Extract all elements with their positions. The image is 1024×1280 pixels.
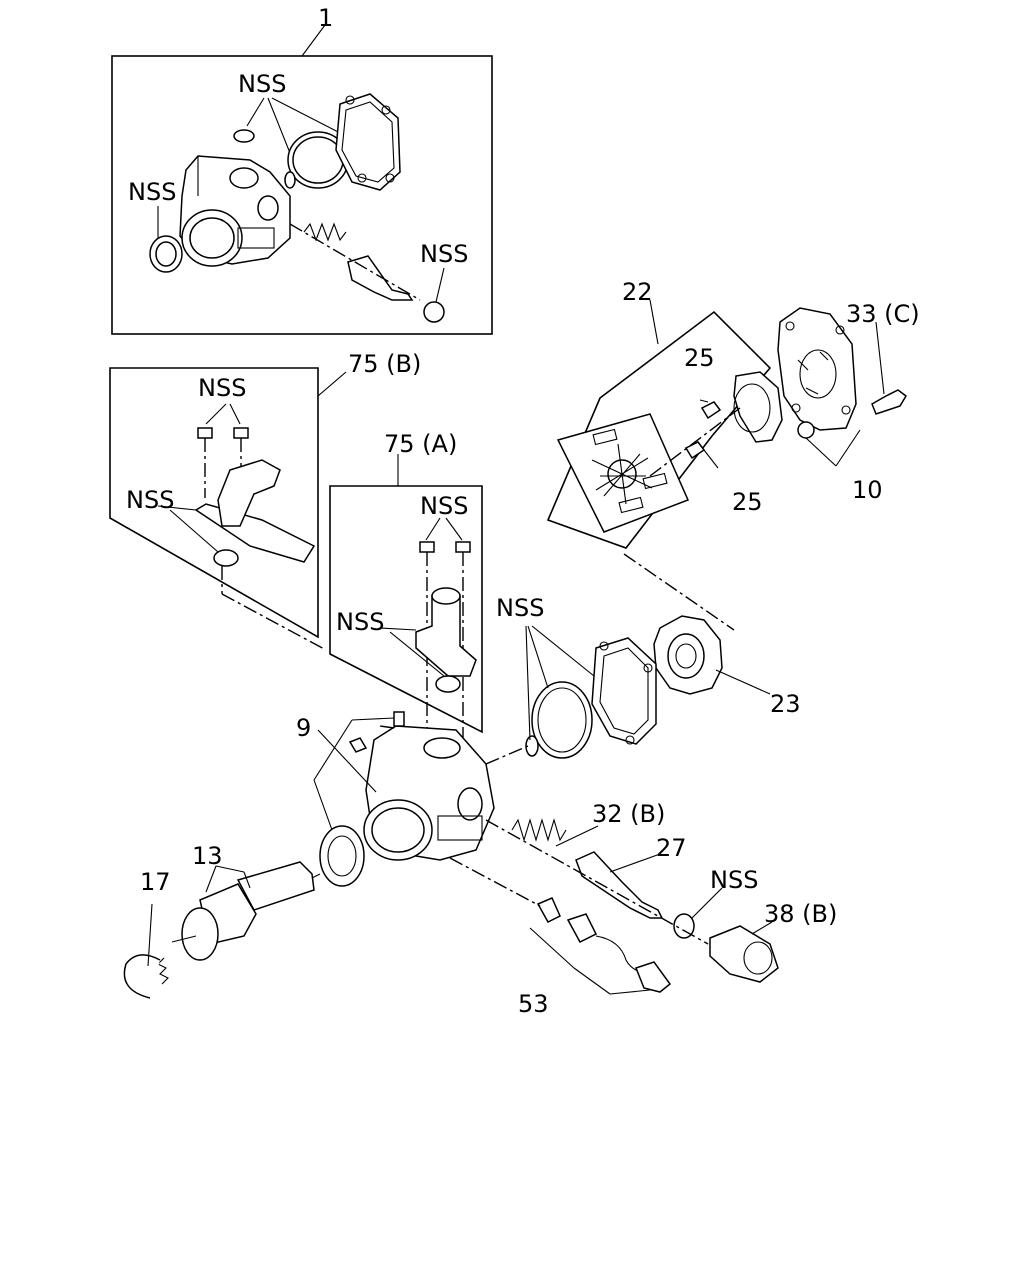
- label-53: 53: [518, 990, 549, 1018]
- shaft-13: 13: [157, 842, 321, 985]
- label-17: 17: [140, 868, 171, 896]
- label-nss-valve: NSS: [710, 866, 758, 894]
- label-13: 13: [192, 842, 223, 870]
- label-nss-75a-left: NSS: [336, 608, 384, 636]
- sensor-53: 53: [449, 857, 672, 1018]
- assembly-10: 33 (C) 10: [777, 300, 920, 504]
- label-75b: 75 (B): [348, 350, 421, 378]
- assembly-75a-box: 75 (A) NSS NSS: [329, 430, 483, 762]
- label-32b: 32 (B): [592, 800, 665, 828]
- assembly-22-box: 22 25 25: [546, 278, 783, 549]
- assembly-axis-line: [623, 553, 735, 631]
- main-housing-9: 9: [296, 711, 495, 861]
- assembly-23: 23: [653, 615, 801, 718]
- label-1: 1: [318, 4, 333, 32]
- label-75a: 75 (A): [384, 430, 457, 458]
- assembly-75b-box: 75 (B) NSS NSS: [109, 350, 421, 651]
- label-10: 10: [852, 476, 883, 504]
- label-nss-gasket: NSS: [496, 594, 544, 622]
- label-38b: 38 (B): [764, 900, 837, 928]
- label-nss-top: NSS: [238, 70, 286, 98]
- label-33c: 33 (C): [846, 300, 920, 328]
- label-23: 23: [770, 690, 801, 718]
- label-27: 27: [656, 834, 687, 862]
- label-nss-75b-top: NSS: [198, 374, 246, 402]
- label-nss-right-top: NSS: [420, 240, 468, 268]
- assembly-1-box: 1 NSS NSS NSS: [111, 4, 493, 335]
- gasket-group: NSS: [485, 594, 657, 765]
- label-9: 9: [296, 714, 311, 742]
- label-25a: 25: [684, 344, 715, 372]
- label-25b: 25: [732, 488, 763, 516]
- label-nss-left-top: NSS: [128, 178, 176, 206]
- label-22: 22: [622, 278, 653, 306]
- seal: [319, 825, 365, 887]
- valve-group: 32 (B) 27 NSS 38 (B): [485, 800, 837, 983]
- label-nss-75b-left: NSS: [126, 486, 174, 514]
- label-nss-75a-top: NSS: [420, 492, 468, 520]
- snap-ring-17: 17: [123, 868, 171, 999]
